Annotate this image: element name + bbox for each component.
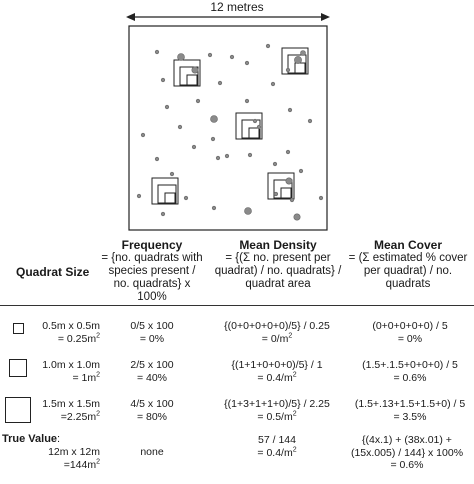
row-frequency-line: 0/5 x 100 bbox=[130, 320, 174, 332]
row-cover-line: (1.5+.1.5+0+0+0) / 5 bbox=[362, 359, 458, 371]
row-cover: (1.5+.13+1.5+1.5+0) / 5 = 3.5% bbox=[346, 398, 474, 423]
row-density-sup: 2 bbox=[292, 371, 297, 378]
row-size-value: = 1m bbox=[72, 371, 97, 384]
header-cover-line: = (Σ estimated % cover bbox=[348, 252, 468, 264]
header-mean-density: Mean Density = {(Σ no. present per quadr… bbox=[204, 239, 352, 291]
header-cover-title: Mean Cover bbox=[373, 238, 443, 252]
true-value-size-line: 12m x 12m bbox=[48, 446, 100, 458]
true-value-density-sup: 2 bbox=[292, 446, 297, 453]
row-density-line: = 0/m2 bbox=[204, 332, 350, 346]
row-density-sup: 2 bbox=[288, 332, 293, 339]
row-size-value: = 0.25m bbox=[57, 332, 97, 345]
true-value-density-value: = 0.4/m bbox=[257, 446, 293, 459]
row-size: 1.5m x 1.5m =2.25m2 bbox=[32, 398, 100, 423]
quadrat-nest bbox=[235, 112, 263, 140]
true-value-size-line: =144m2 bbox=[32, 458, 100, 472]
row-cover-line: = 0% bbox=[397, 332, 423, 345]
row-density-value: = 0.4/m bbox=[257, 371, 293, 384]
row-frequency-line: 2/5 x 100 bbox=[130, 359, 174, 371]
row-density-line: {(0+0+0+0+0)/5} / 0.25 bbox=[224, 320, 330, 332]
header-frequency-line: = {no. quadrats with bbox=[101, 252, 203, 264]
true-value-frequency: none bbox=[140, 446, 164, 458]
row-size-line: 1.5m x 1.5m bbox=[42, 398, 100, 410]
quadrat-size-icon-small bbox=[13, 323, 24, 334]
true-value-colon: : bbox=[57, 433, 61, 445]
row-size-sup: 2 bbox=[96, 410, 100, 417]
header-frequency-line: 100% bbox=[137, 291, 167, 303]
row-density-line: {(1+1+0+0+0)/5} / 1 bbox=[231, 359, 323, 371]
row-density: {(0+0+0+0+0)/5} / 0.25 = 0/m2 bbox=[204, 320, 350, 345]
row-frequency: 2/5 x 100 = 40% bbox=[103, 359, 201, 384]
row-frequency: 0/5 x 100 = 0% bbox=[103, 320, 201, 345]
true-value-heading: True Value: bbox=[2, 433, 60, 445]
row-density: {(1+3+1+1+0)/5} / 2.25 = 0.5/m2 bbox=[204, 398, 350, 423]
true-value-size: 12m x 12m =144m2 bbox=[32, 446, 100, 471]
true-value-cover-line: (15x.005) / 144} x 100% bbox=[350, 446, 464, 459]
header-cover-line: quadrats bbox=[385, 278, 431, 290]
row-frequency-line: = 0% bbox=[139, 332, 165, 345]
header-density-title: Mean Density bbox=[239, 238, 317, 252]
true-value-size-sup: 2 bbox=[96, 458, 100, 465]
row-frequency-line: 4/5 x 100 bbox=[130, 398, 174, 410]
row-frequency-line: = 40% bbox=[136, 371, 168, 384]
row-size-line: = 1m2 bbox=[32, 371, 100, 385]
row-size: 1.0m x 1.0m = 1m2 bbox=[32, 359, 100, 384]
row-density-value: = 0/m bbox=[261, 332, 289, 345]
row-size-sup: 2 bbox=[96, 371, 100, 378]
header-density-line: = {(Σ no. present per bbox=[225, 252, 331, 264]
row-size: 0.5m x 0.5m = 0.25m2 bbox=[32, 320, 100, 345]
header-density-line: quadrat) / no. quadrats} / bbox=[214, 265, 342, 277]
header-divider bbox=[0, 305, 474, 306]
row-size-value: =2.25m bbox=[60, 410, 97, 423]
scale-arrow bbox=[126, 13, 330, 21]
row-cover-line: (1.5+.13+1.5+1.5+0) / 5 bbox=[354, 398, 466, 410]
row-size-line: =2.25m2 bbox=[32, 410, 100, 424]
row-size-line: 1.0m x 1.0m bbox=[42, 359, 100, 371]
row-density-line: {(1+3+1+1+0)/5} / 2.25 bbox=[224, 398, 330, 410]
header-frequency-line: no. quadrats} x bbox=[113, 278, 191, 290]
row-density-value: = 0.5/m bbox=[257, 410, 293, 423]
true-value-density: 57 / 144 = 0.4/m2 bbox=[204, 434, 350, 459]
scale-label: 12 metres bbox=[210, 0, 264, 14]
header-frequency-title: Frequency bbox=[121, 238, 183, 252]
header-frequency: Frequency = {no. quadrats with species p… bbox=[99, 239, 205, 304]
row-cover-line: (0+0+0+0+0) / 5 bbox=[372, 320, 448, 332]
header-mean-cover: Mean Cover = (Σ estimated % cover per qu… bbox=[342, 239, 474, 291]
quadrat-size-icon-medium bbox=[9, 359, 27, 377]
row-size-line: = 0.25m2 bbox=[32, 332, 100, 346]
row-density-sup: 2 bbox=[292, 410, 297, 417]
quadrat-nest bbox=[173, 59, 201, 87]
row-size-sup: 2 bbox=[96, 332, 100, 339]
row-frequency-line: = 80% bbox=[136, 410, 168, 423]
quadrat-nest bbox=[151, 177, 179, 205]
row-cover-line: = 0.6% bbox=[393, 371, 427, 384]
plant-markers bbox=[136, 43, 324, 221]
true-value-cover-line: = 0.6% bbox=[390, 459, 424, 471]
quadrat-nest bbox=[267, 172, 295, 200]
true-value-density-line: 57 / 144 bbox=[258, 434, 296, 446]
row-cover: (1.5+.1.5+0+0+0) / 5 = 0.6% bbox=[346, 359, 474, 384]
row-density-line: = 0.5/m2 bbox=[204, 410, 350, 424]
header-density-line: quadrat area bbox=[245, 278, 311, 290]
row-cover-line: = 3.5% bbox=[393, 410, 427, 423]
header-quadrat-size: Quadrat Size bbox=[16, 265, 90, 279]
sampling-plot bbox=[128, 25, 328, 231]
true-value-cover-line: {(4x.1) + (38x.01) + bbox=[362, 434, 452, 446]
true-value-cover: {(4x.1) + (38x.01) + (15x.005) / 144} x … bbox=[340, 434, 474, 472]
true-value-density-line: = 0.4/m2 bbox=[204, 446, 350, 460]
row-cover: (0+0+0+0+0) / 5 = 0% bbox=[346, 320, 474, 345]
header-cover-line: per quadrat) / no. bbox=[363, 265, 453, 277]
row-density-line: = 0.4/m2 bbox=[204, 371, 350, 385]
header-frequency-line: species present / bbox=[108, 265, 196, 277]
row-density: {(1+1+0+0+0)/5} / 1 = 0.4/m2 bbox=[204, 359, 350, 384]
true-value-label: True Value bbox=[2, 433, 58, 445]
row-size-line: 0.5m x 0.5m bbox=[42, 320, 100, 332]
row-frequency: 4/5 x 100 = 80% bbox=[103, 398, 201, 423]
quadrat-size-icon-large bbox=[5, 397, 31, 423]
true-value-size-value: =144m bbox=[63, 458, 97, 471]
